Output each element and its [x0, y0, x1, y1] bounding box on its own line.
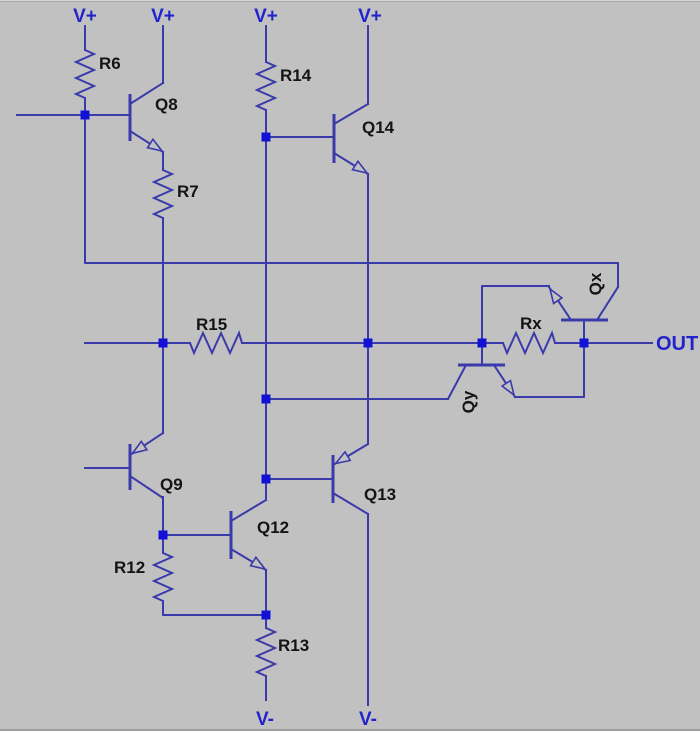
transistor-Q9[interactable]: [128, 431, 165, 536]
label-Q13: Q13: [364, 485, 396, 504]
terminal-vminus-1: V-: [256, 709, 274, 730]
junction-dot: [261, 610, 271, 620]
resistor-R6[interactable]: [73, 49, 97, 99]
junction-dot: [80, 110, 90, 120]
label-R6: R6: [99, 54, 121, 73]
transistor-collector[interactable]: [332, 102, 370, 126]
terminal-vminus-2: V-: [359, 709, 377, 730]
resistor-R7[interactable]: [151, 169, 175, 219]
junction-dot: [579, 338, 589, 348]
emitter-arrow-icon: [333, 450, 352, 465]
resistor-Rx[interactable]: [502, 330, 556, 356]
junction-dot: [363, 338, 373, 348]
label-Q8: Q8: [155, 95, 178, 114]
wire-segment: [162, 600, 267, 616]
label-R15: R15: [196, 315, 227, 334]
resistor-body[interactable]: [254, 627, 278, 677]
transistor-collector[interactable]: [229, 498, 268, 523]
label-Qy: Qy: [459, 390, 478, 413]
resistor-body[interactable]: [502, 330, 556, 356]
resistor-R14[interactable]: [254, 61, 278, 111]
wire-segment: [514, 342, 585, 398]
transistor-Q8[interactable]: [128, 81, 165, 154]
terminal-vplus-3: V+: [254, 6, 278, 27]
label-R13: R13: [278, 636, 309, 655]
emitter-arrow-icon: [351, 159, 370, 175]
wire-segment: [84, 114, 619, 264]
terminal-out: OUT: [656, 333, 698, 355]
wire-segment: [481, 285, 550, 344]
transistor-Q14[interactable]: [332, 102, 370, 176]
transistor-collector[interactable]: [595, 285, 620, 322]
terminal-vplus-2: V+: [151, 6, 175, 27]
resistor-body[interactable]: [151, 552, 175, 602]
junctions: [80, 110, 589, 620]
emitter-arrow-icon: [130, 440, 149, 455]
resistor-R12[interactable]: [151, 552, 175, 602]
transistor-collector[interactable]: [446, 363, 468, 401]
label-Q12: Q12: [257, 518, 289, 537]
junction-dot: [477, 338, 487, 348]
terminal-vplus-4: V+: [358, 6, 382, 27]
top-border: [0, 0, 700, 1]
resistor-body[interactable]: [73, 49, 97, 99]
wires: [16, 25, 653, 706]
transistor-Qx[interactable]: [547, 285, 620, 344]
label-Rx: Rx: [520, 314, 542, 333]
emitter-arrow-icon: [249, 555, 268, 571]
terminal-vplus-1: V+: [73, 6, 97, 27]
label-R7: R7: [177, 182, 199, 201]
resistor-R15[interactable]: [189, 330, 243, 356]
emitter-arrow-icon: [146, 137, 165, 153]
bottom-border: [0, 729, 700, 731]
terminal-labels: V+ V+ V+ V+ V- V- OUT: [73, 6, 698, 730]
resistor-body[interactable]: [189, 330, 243, 356]
junction-dot: [158, 530, 168, 540]
transistor-collector[interactable]: [331, 491, 370, 516]
emitter-arrow-icon: [500, 379, 516, 397]
label-Qx: Qx: [586, 272, 605, 295]
top-border-shadow: [0, 1, 700, 2]
junction-dot: [158, 338, 168, 348]
resistor-body[interactable]: [151, 169, 175, 219]
label-Q14: Q14: [362, 118, 395, 137]
resistor-body[interactable]: [254, 61, 278, 111]
emitter-arrow-icon: [548, 287, 564, 305]
label-R14: R14: [280, 66, 312, 85]
label-Q9: Q9: [160, 475, 183, 494]
junction-dot: [261, 132, 271, 142]
label-R12: R12: [114, 558, 145, 577]
transistor-Q12[interactable]: [229, 498, 268, 572]
junction-dot: [261, 394, 271, 404]
resistor-R13[interactable]: [254, 627, 278, 677]
transistor-collector[interactable]: [128, 81, 165, 106]
transistor-collector[interactable]: [128, 474, 164, 536]
transistor-Q13[interactable]: [331, 442, 370, 516]
junction-dot: [261, 474, 271, 484]
transistor-Qy[interactable]: [446, 342, 517, 401]
component-labels: R6 Q8 R7 R14 Q14 R15 Rx Qx Qy Q9 R12 Q12…: [99, 54, 605, 655]
